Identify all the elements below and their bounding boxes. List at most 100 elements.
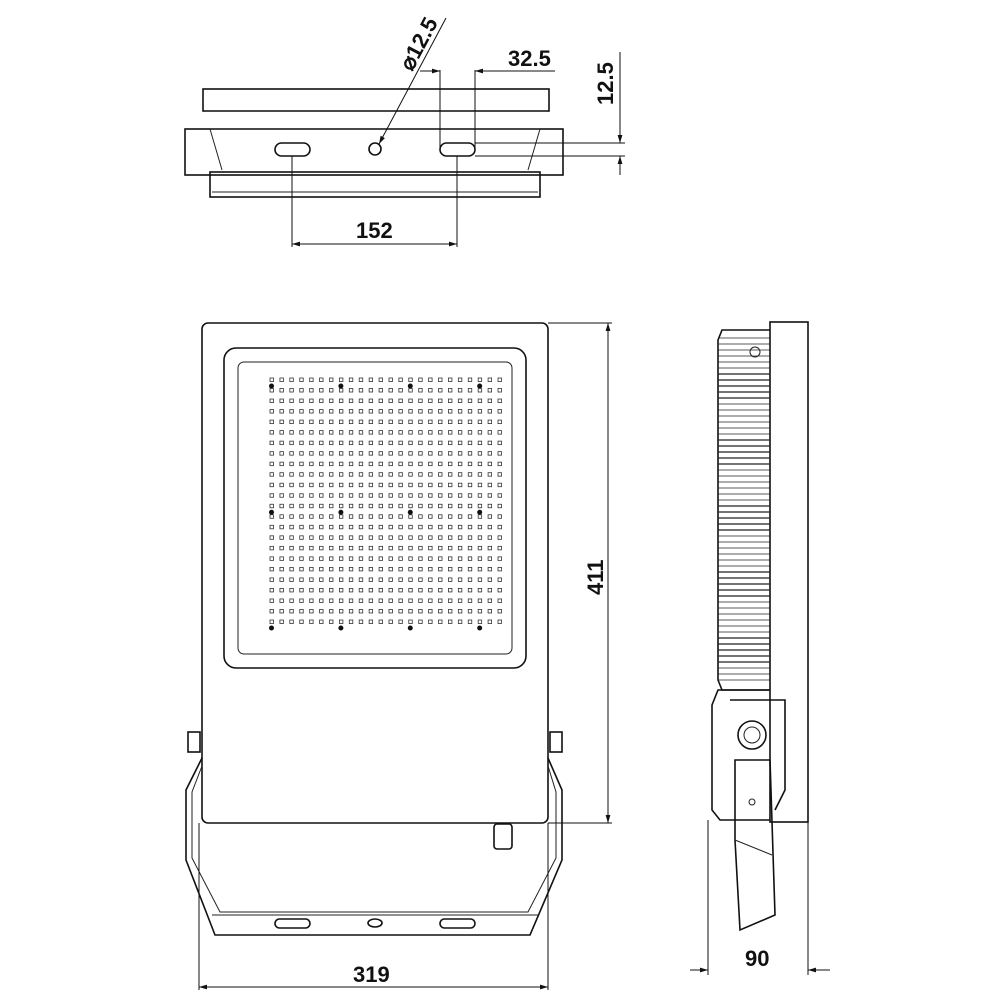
led-chip — [348, 535, 354, 540]
led-chip — [309, 451, 314, 456]
led-chip — [269, 566, 274, 572]
led-chip — [428, 619, 433, 624]
led-chip — [477, 409, 483, 414]
led-chip — [497, 577, 502, 582]
led-chip — [378, 430, 383, 435]
led-chip — [388, 556, 393, 561]
led-chip — [477, 398, 483, 403]
led-chip — [329, 419, 334, 424]
led-chip — [338, 609, 344, 614]
led-chip — [309, 419, 314, 424]
led-chip — [289, 377, 294, 382]
led-chip — [438, 598, 443, 603]
led-chip — [279, 545, 284, 551]
led-chip — [348, 598, 354, 603]
led-chip — [329, 588, 334, 593]
led-chip — [269, 556, 274, 561]
led-chip — [299, 503, 304, 509]
led-chip — [368, 493, 374, 498]
led-chip — [408, 419, 413, 424]
led-chip — [368, 514, 374, 519]
led-chip — [477, 514, 483, 519]
led-chip — [279, 535, 284, 540]
led-chip — [477, 419, 483, 424]
led-chip — [388, 440, 393, 446]
led-chip — [467, 440, 473, 446]
led-chip — [497, 419, 502, 424]
led-chip — [448, 388, 453, 393]
led-chip — [338, 619, 344, 624]
led-chip — [348, 377, 354, 382]
led-chip — [289, 472, 294, 477]
led-chip — [388, 388, 393, 393]
led-chip — [289, 398, 294, 403]
led-chip — [448, 493, 453, 498]
led-chip — [497, 388, 502, 393]
led-chip — [418, 482, 423, 488]
led-chip — [477, 461, 483, 467]
led-chip — [457, 409, 463, 414]
led-chip — [457, 545, 463, 551]
led-chip — [299, 577, 304, 582]
led-mount-screw — [477, 383, 483, 389]
led-chip — [309, 609, 314, 614]
led-chip — [338, 556, 344, 561]
led-chip — [329, 535, 334, 540]
led-chip — [368, 377, 374, 382]
led-chip — [319, 482, 324, 488]
led-chip — [487, 482, 492, 488]
led-chip — [398, 545, 403, 551]
led-chip — [269, 588, 274, 593]
led-chip — [457, 619, 463, 624]
led-mount-screw — [269, 625, 274, 631]
led-chip — [438, 503, 443, 509]
led-chip — [408, 514, 413, 519]
led-chip — [428, 430, 433, 435]
led-chip — [338, 472, 344, 477]
led-chip — [319, 377, 324, 382]
led-chip — [269, 419, 274, 424]
led-chip — [289, 430, 294, 435]
led-chip — [348, 524, 354, 530]
led-chip — [319, 514, 324, 519]
led-chip — [388, 566, 393, 572]
led-chip — [388, 377, 393, 382]
led-chip — [497, 588, 502, 593]
led-chip — [358, 493, 364, 498]
led-chip — [358, 419, 364, 424]
led-chip — [269, 409, 274, 414]
led-chip — [398, 609, 403, 614]
led-chip — [438, 419, 443, 424]
led-chip — [358, 398, 364, 403]
led-chip — [428, 398, 433, 403]
led-chip — [448, 430, 453, 435]
led-chip — [338, 461, 344, 467]
led-chip — [329, 398, 334, 403]
mounting-hole — [368, 142, 382, 156]
led-chip — [457, 588, 463, 593]
led-chip — [338, 377, 344, 382]
led-chip — [428, 545, 433, 551]
slot-height-label: 12.5 — [593, 62, 618, 105]
led-chip — [358, 482, 364, 488]
led-chip — [497, 398, 502, 403]
led-chip — [438, 609, 443, 614]
led-chip — [428, 419, 433, 424]
led-chip — [299, 482, 304, 488]
led-chip — [418, 535, 423, 540]
led-chip — [398, 535, 403, 540]
led-chip — [299, 409, 304, 414]
led-chip — [487, 419, 492, 424]
led-chip — [309, 461, 314, 467]
led-chip — [358, 388, 364, 393]
led-chip — [368, 524, 374, 530]
led-chip — [329, 482, 334, 488]
led-chip — [428, 609, 433, 614]
led-chip — [269, 388, 274, 393]
led-chip — [378, 461, 383, 467]
led-chip — [388, 493, 393, 498]
led-chip — [398, 524, 403, 530]
led-chip — [388, 577, 393, 582]
led-chip — [497, 514, 502, 519]
led-chip — [378, 472, 383, 477]
